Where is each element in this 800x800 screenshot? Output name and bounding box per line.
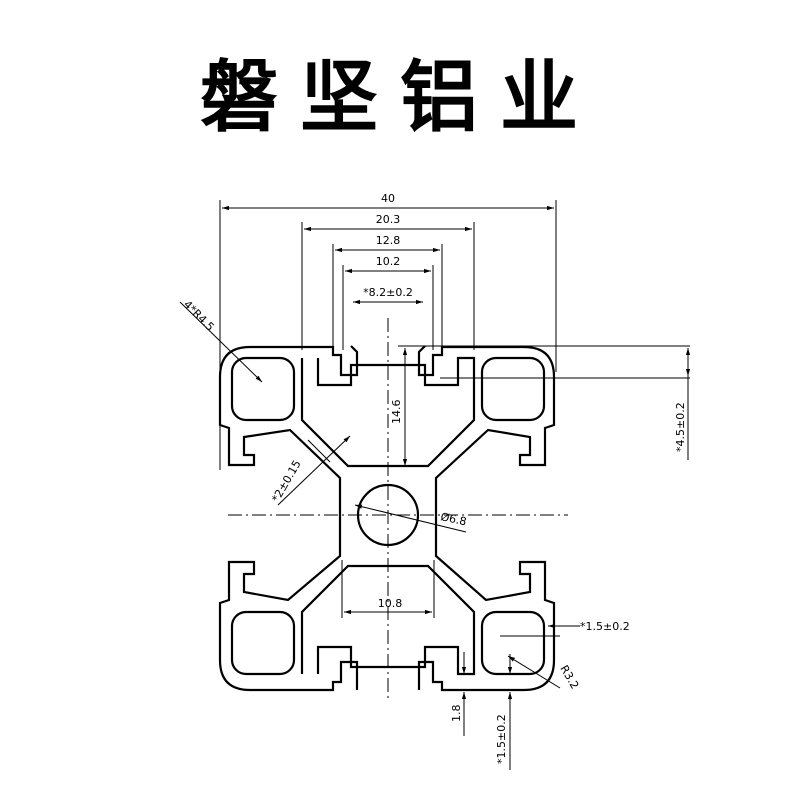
corner-cavity-top-right (480, 356, 546, 422)
corner-cavity-bottom-left (230, 610, 296, 676)
label-1-8: 1.8 (450, 705, 463, 723)
center-bore (356, 483, 420, 547)
leader-2b (307, 439, 331, 463)
label-40: 40 (381, 192, 395, 205)
label-20-3: 20.3 (376, 213, 401, 226)
label-8-2: *8.2±0.2 (363, 286, 413, 299)
label-10-2: 10.2 (376, 255, 401, 268)
top-slot-inner (300, 356, 476, 468)
label-4-5: *4.5±0.2 (674, 402, 687, 452)
label-4r4-5: 4*R4.5 (181, 298, 217, 334)
leader-2 (277, 435, 351, 506)
profile-outline (218, 345, 556, 692)
label-r3-2: R3.2 (557, 663, 581, 691)
corner-cavity-bottom-right (480, 610, 546, 676)
label-10-8: 10.8 (378, 597, 403, 610)
brand-title: 磐坚铝业 (199, 53, 600, 143)
leader-bore (354, 504, 467, 533)
leader-r3-2 (507, 655, 561, 689)
corner-cavity-top-left (230, 356, 296, 422)
leader-4r4-5 (179, 301, 263, 383)
label-12-8: 12.8 (376, 234, 401, 247)
label-bore: Ø6.8 (439, 510, 467, 528)
label-1-5-right: *1.5±0.2 (580, 620, 630, 633)
label-14-6: 14.6 (390, 400, 403, 425)
label-1-5-bottom: *1.5±0.2 (495, 714, 508, 764)
bottom-slot-inner (300, 564, 476, 676)
